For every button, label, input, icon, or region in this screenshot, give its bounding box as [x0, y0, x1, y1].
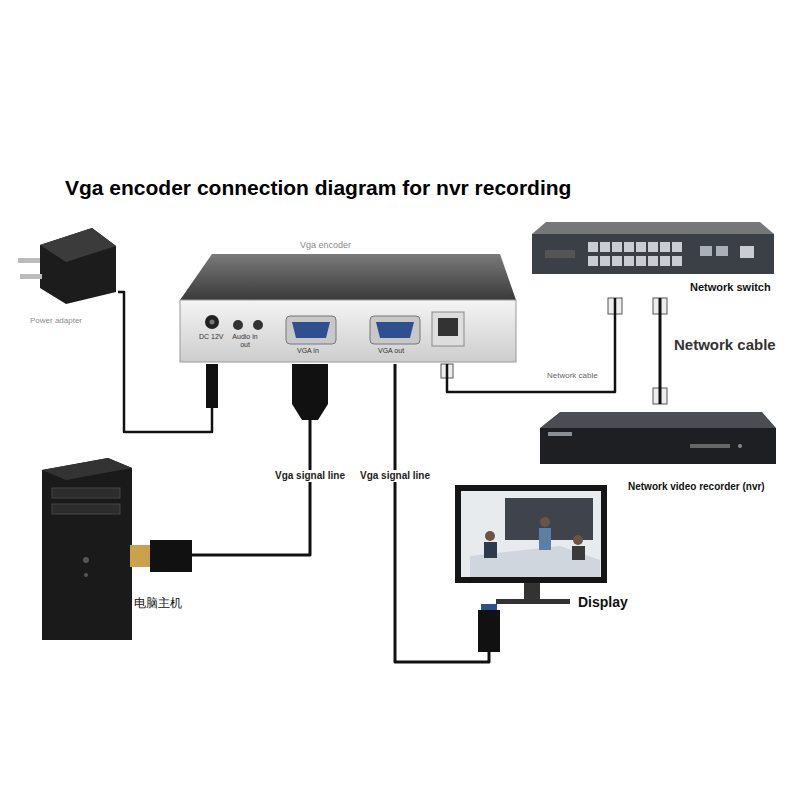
encoder-drawing-part [233, 320, 243, 330]
nvr-drawing [540, 412, 776, 464]
power-adapter-drawing-part [40, 228, 116, 304]
computer-drawing-part [42, 458, 132, 640]
encoder-drawing-part [210, 320, 215, 325]
vga-encoder: Vga encoder DC 12V Audio in outVGA in VGA o… [178, 236, 518, 364]
cable-label: Network cable [545, 371, 600, 381]
network-switch-drawing-part [716, 246, 728, 256]
computer-drawing-part [83, 557, 89, 563]
display-drawing-part [524, 583, 540, 599]
computer-drawing-part [52, 504, 120, 514]
computer-drawing-part [84, 573, 88, 577]
network-switch-drawing [532, 222, 774, 274]
cable-connector [659, 298, 662, 404]
nvr-drawing-part [540, 428, 776, 464]
cable-connector [395, 364, 489, 662]
nvr-drawing-part [540, 412, 776, 428]
device-label: Display [578, 594, 628, 610]
device-label: Power adapter [30, 316, 82, 325]
display-drawing-part [485, 531, 495, 541]
nvr-drawing-part [690, 444, 730, 448]
cable-label: Network cable [672, 336, 778, 354]
signal-line-label: Vga signal line [273, 470, 347, 482]
encoder-drawing-part [432, 312, 464, 346]
signal-line-label: Vga signal line [358, 470, 432, 482]
port-label: DC 12V [199, 333, 224, 341]
device-label: Network switch [690, 281, 771, 294]
encoder-drawing-part [180, 254, 516, 300]
display-drawing-part [539, 528, 551, 550]
network-switch: Network switch [528, 214, 786, 298]
encoder-drawing-part [292, 322, 330, 338]
encoder-drawing-part [438, 318, 458, 336]
network-switch-drawing-part [532, 234, 774, 274]
device-label: 电脑主机 [134, 597, 182, 611]
encoder-drawing-part [376, 322, 414, 338]
computer-drawing-part [52, 488, 120, 498]
display-drawing [455, 485, 607, 652]
power-adapter-drawing-part [18, 258, 40, 263]
display-drawing-part [572, 546, 585, 560]
device-label: Vga encoder [300, 240, 351, 250]
power-adapter-drawing-part [40, 228, 116, 262]
display-drawing-part [496, 599, 570, 604]
nvr-drawing-part [548, 432, 572, 436]
display-drawing-part [478, 610, 500, 652]
encoder-drawing-part [205, 315, 219, 329]
cable-connector [447, 298, 615, 392]
network-switch-drawing-part [700, 246, 712, 256]
display-drawing-part [461, 491, 601, 577]
encoder-drawing-part [370, 316, 420, 344]
device-label: Network video recorder (nvr) [628, 481, 765, 493]
computer-drawing [42, 458, 192, 640]
computer-host: 电脑主机 [35, 452, 192, 647]
port-label: VGA in [297, 347, 319, 355]
display-drawing-part [484, 542, 497, 558]
encoder-drawing-part [286, 316, 336, 344]
encoder-drawing [180, 254, 516, 362]
computer-drawing-part [130, 545, 150, 567]
port-label: VGA out [378, 347, 404, 355]
display-drawing-part [455, 485, 607, 583]
display-monitor: Display [450, 480, 635, 652]
cable-connector [118, 292, 212, 432]
display-drawing-part [540, 517, 550, 527]
network-switch-drawing-part [740, 246, 754, 258]
display-drawing-part [573, 535, 583, 545]
power-adapter: Power adapter [12, 222, 118, 334]
power-adapter-drawing [18, 228, 116, 304]
cable-plugs [206, 298, 667, 420]
encoder-drawing-part [180, 300, 516, 362]
port-label: Audio in out [228, 333, 262, 349]
encoder-drawing-part [253, 320, 263, 330]
nvr-drawing-part [738, 444, 742, 448]
computer-drawing-part [42, 458, 132, 480]
network-switch-drawing-part [545, 250, 575, 258]
network-video-recorder: Network video recorder (nvr) [535, 404, 791, 498]
cable-connector [192, 364, 310, 555]
network-switch-drawing-part [588, 242, 684, 266]
power-adapter-drawing-part [20, 274, 42, 279]
diagram-title: Vga encoder connection diagram for nvr r… [65, 176, 571, 200]
computer-drawing-part [150, 540, 192, 572]
network-switch-drawing-part [532, 222, 774, 234]
